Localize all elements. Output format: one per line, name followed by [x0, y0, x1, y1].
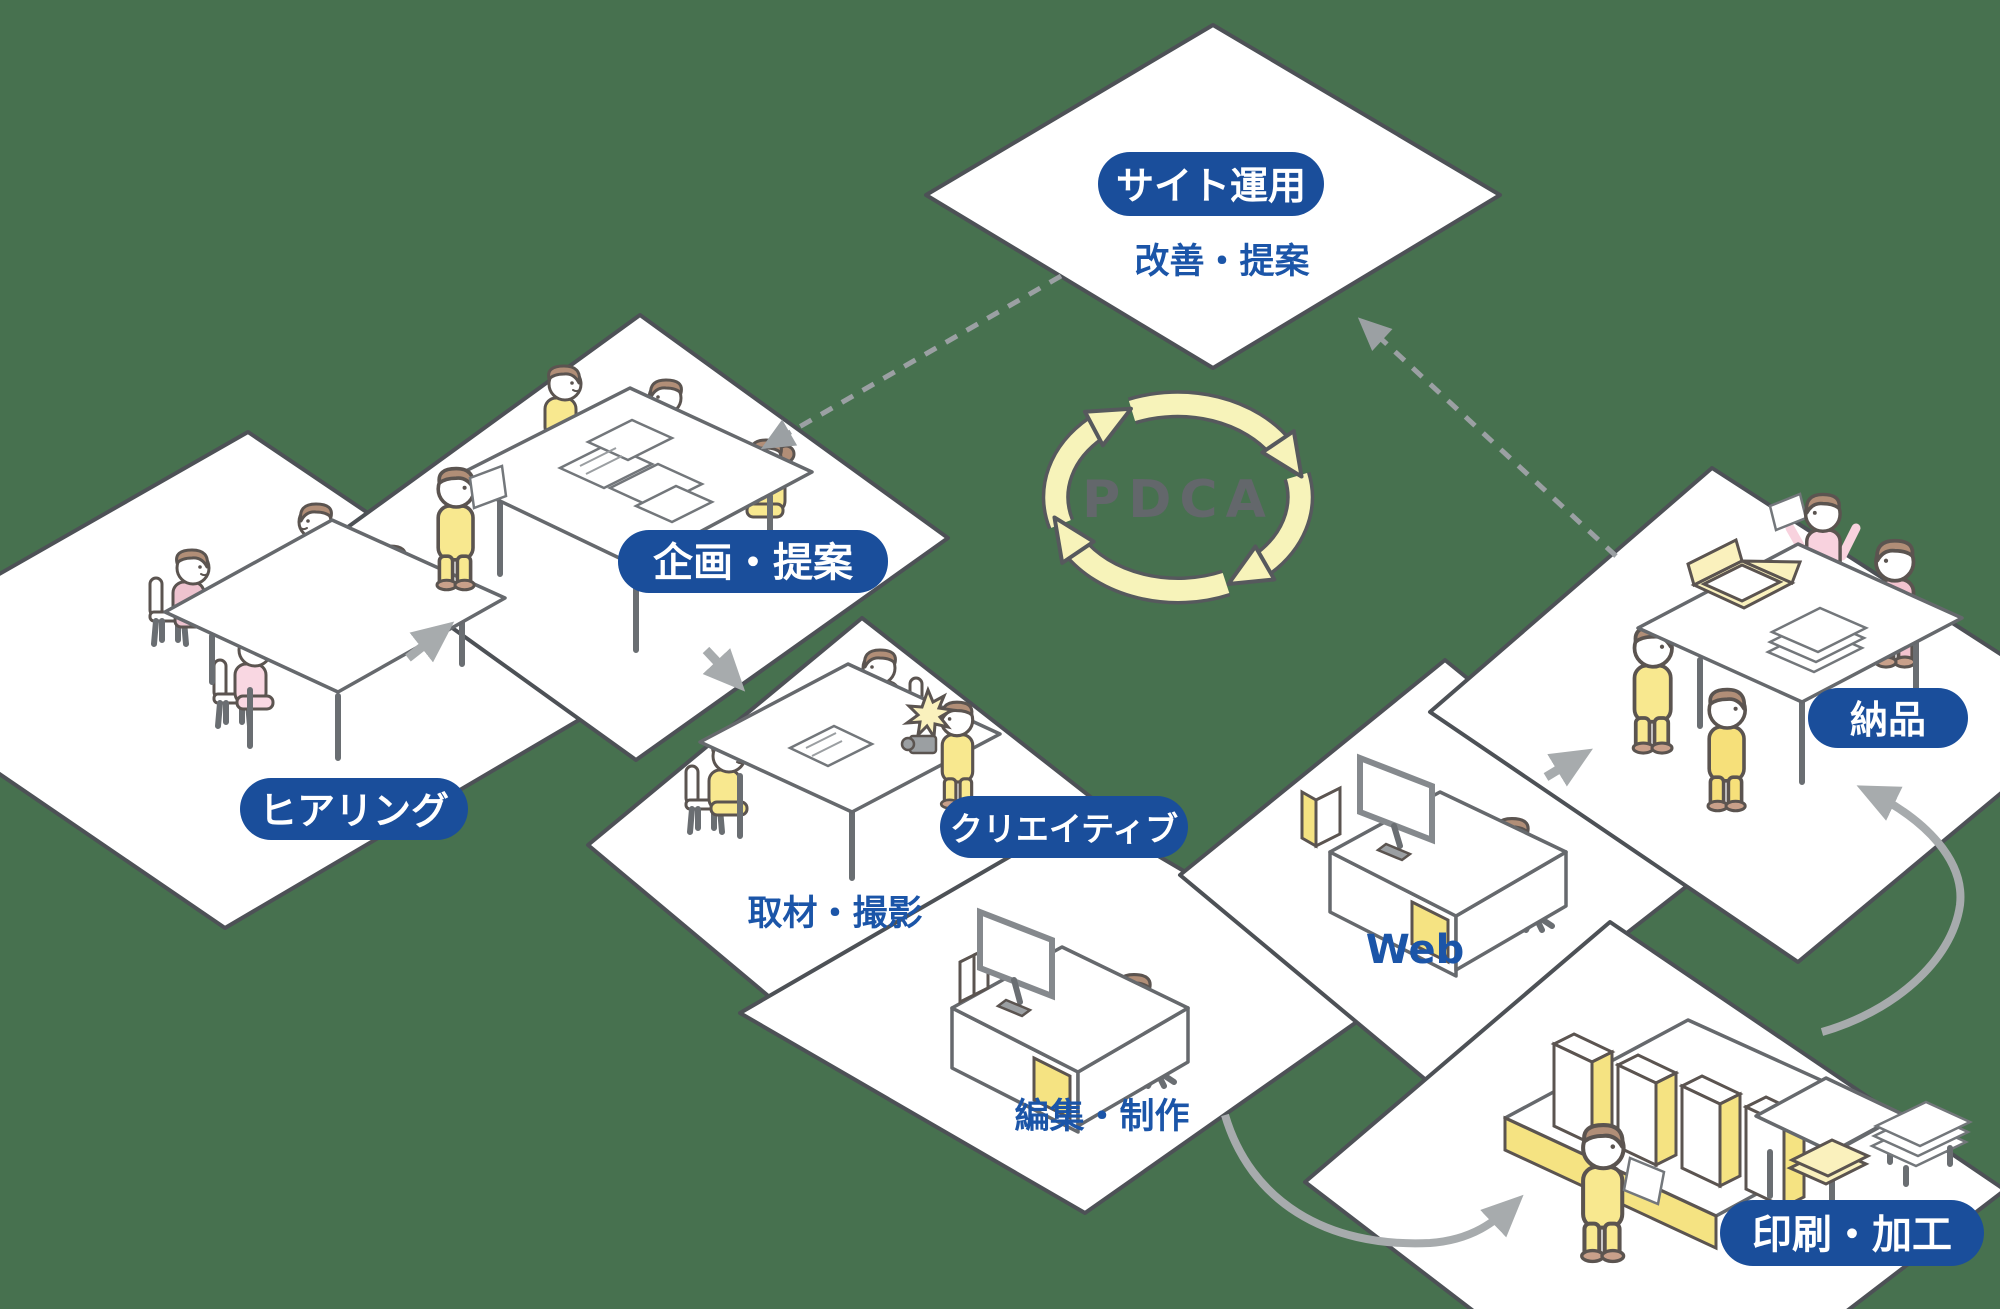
- improvement-label: 改善・提案: [1134, 242, 1310, 282]
- dashed-arrow-operation-to-planning: [760, 273, 1063, 450]
- paper-stack-icon: [1869, 1100, 1973, 1187]
- person-staff-printer: [1582, 1125, 1666, 1261]
- badge-site-operation: サイト運用: [1098, 152, 1324, 216]
- interview-label: 取材・撮影: [747, 894, 922, 934]
- arrow-printing-to-delivery: [1820, 785, 1965, 1036]
- scene-web: [1300, 753, 1568, 978]
- delivery-label: 納品: [1850, 698, 1926, 742]
- editing-label: 編集・制作: [1014, 1097, 1189, 1137]
- arrow-hearing-to-planning: [405, 621, 455, 663]
- pdca-label: PDCA: [1082, 470, 1274, 530]
- web-label: Web: [1366, 927, 1464, 973]
- monitor-icon: [977, 907, 1055, 1018]
- dashed-arrow-delivery-to-operation: [1357, 317, 1618, 558]
- scene-delivery: [1631, 492, 1964, 813]
- scene-editing: [950, 907, 1190, 1134]
- documents: [557, 418, 715, 524]
- open-box-icon: [1686, 537, 1803, 610]
- badge-hearing: ヒアリング: [240, 778, 468, 840]
- hearing-label: ヒアリング: [259, 789, 449, 833]
- monitor-icon: [1357, 753, 1435, 862]
- person-staff-presenter: [435, 464, 508, 592]
- creative-label: クリエイティブ: [950, 810, 1178, 849]
- arrow-editing-to-printing: [1221, 1113, 1524, 1248]
- badge-creative: クリエイティブ: [940, 796, 1188, 858]
- planning-label: 企画・提案: [653, 540, 854, 586]
- person-staff-photographer: [900, 685, 976, 810]
- arrow-planning-to-interview: [702, 646, 746, 692]
- handout-paper: [468, 464, 508, 510]
- badge-planning: 企画・提案: [618, 530, 888, 593]
- printing-label: 印刷・加工: [1752, 1212, 1952, 1258]
- web-desk: [1300, 753, 1568, 978]
- scene-printing: [1503, 1018, 1973, 1261]
- arrow-web-to-delivery: [1543, 748, 1593, 787]
- scene-hearing: [150, 502, 507, 761]
- editing-desk: [950, 907, 1190, 1134]
- site-operation-label: サイト運用: [1116, 164, 1306, 208]
- delivery-table: [1636, 537, 1964, 785]
- badge-printing: 印刷・加工: [1720, 1200, 1984, 1266]
- scene-interview: [686, 648, 1002, 881]
- printing-press-icon: [1503, 1018, 1973, 1251]
- pc-tower-icon: [1300, 785, 1342, 849]
- badge-delivery: 納品: [1808, 688, 1968, 748]
- pdca-cycle-icon: PDCA: [1041, 390, 1315, 605]
- person-staff: [1631, 624, 1674, 755]
- meeting-table: [163, 518, 507, 761]
- booklet-stack-icon: [1765, 606, 1869, 674]
